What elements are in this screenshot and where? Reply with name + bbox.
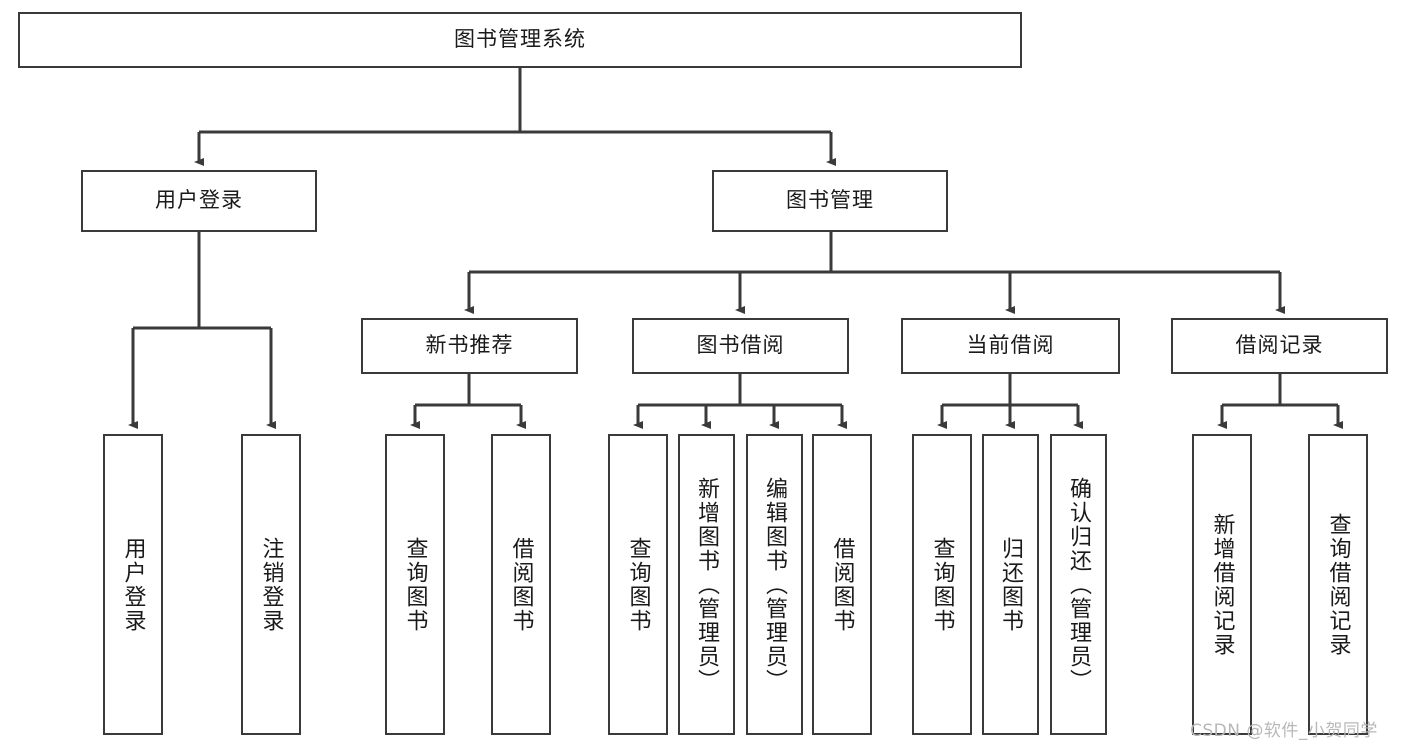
leaf-record-add-record[interactable]: 新增借阅记录 [1192, 434, 1252, 735]
leaf-current-return-book[interactable]: 归还图书 [982, 434, 1039, 735]
node-label: 图书管理系统 [454, 27, 586, 52]
node-label: 用户登录 [155, 188, 243, 213]
node-book-management[interactable]: 图书管理 [712, 170, 948, 232]
leaf-borrow-borrow-book[interactable]: 借阅图书 [812, 434, 872, 735]
node-label: 图书管理 [786, 188, 874, 213]
node-label: 借阅图书 [508, 536, 534, 633]
leaf-borrow-query-book[interactable]: 查询图书 [608, 434, 668, 735]
node-label: 用户登录 [120, 536, 146, 633]
node-label: 确认归还（管理员） [1066, 476, 1092, 693]
node-label: 查询借阅记录 [1325, 512, 1351, 657]
node-label: 新增借阅记录 [1209, 512, 1235, 657]
node-borrow-record[interactable]: 借阅记录 [1171, 318, 1388, 374]
leaf-borrow-edit-book[interactable]: 编辑图书（管理员） [746, 434, 803, 735]
node-label: 查询图书 [929, 536, 955, 633]
node-label: 归还图书 [998, 536, 1024, 633]
node-label: 注销登录 [258, 536, 284, 633]
csdn-watermark: CSDN @软件_小贺同学 [1190, 721, 1378, 741]
node-label: 图书借阅 [696, 333, 785, 358]
node-current-borrow[interactable]: 当前借阅 [901, 318, 1120, 374]
node-label: 借阅记录 [1235, 333, 1324, 358]
leaf-recommend-query-book[interactable]: 查询图书 [385, 434, 445, 735]
node-new-book-recommend[interactable]: 新书推荐 [361, 318, 578, 374]
leaf-user-login-logout[interactable]: 注销登录 [241, 434, 301, 735]
node-label: 新增图书（管理员） [694, 476, 720, 693]
node-label: 当前借阅 [966, 333, 1055, 358]
leaf-borrow-add-book[interactable]: 新增图书（管理员） [678, 434, 735, 735]
leaf-current-confirm-return[interactable]: 确认归还（管理员） [1050, 434, 1107, 735]
leaf-record-query-record[interactable]: 查询借阅记录 [1308, 434, 1368, 735]
leaf-current-query-book[interactable]: 查询图书 [912, 434, 972, 735]
node-label: 查询图书 [625, 536, 651, 633]
node-label: 借阅图书 [829, 536, 855, 633]
leaf-user-login-login[interactable]: 用户登录 [103, 434, 163, 735]
node-user-login[interactable]: 用户登录 [81, 170, 317, 232]
node-label: 查询图书 [402, 536, 428, 633]
node-book-borrow[interactable]: 图书借阅 [632, 318, 849, 374]
leaf-recommend-borrow-book[interactable]: 借阅图书 [491, 434, 551, 735]
node-label: 新书推荐 [425, 333, 514, 358]
node-root-system[interactable]: 图书管理系统 [18, 12, 1022, 68]
node-label: 编辑图书（管理员） [762, 476, 788, 693]
